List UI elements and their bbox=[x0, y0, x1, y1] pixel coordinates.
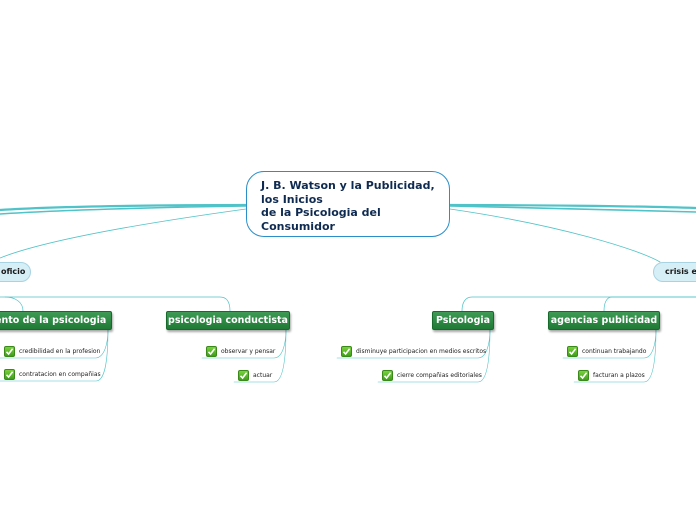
topic-node-psicologia-conductista[interactable]: psicologia conductista bbox=[166, 311, 290, 330]
checkmark-icon bbox=[238, 369, 249, 381]
checkmark-icon bbox=[341, 345, 352, 357]
leaf-contratacion[interactable]: contratacion en compañias bbox=[4, 367, 101, 381]
leaf-observar-pensar[interactable]: observar y pensar bbox=[206, 344, 275, 358]
branch-node-crisis[interactable]: crisis ec bbox=[653, 262, 696, 282]
leaf-label: facturan a plazos bbox=[593, 371, 645, 379]
leaf-cierre-compania[interactable]: cierre compañias editoriales bbox=[382, 368, 482, 382]
checkmark-icon bbox=[4, 345, 15, 357]
checkmark-icon bbox=[567, 345, 578, 357]
branch-node-oficio[interactable]: oficio bbox=[0, 262, 31, 282]
leaf-label: cierre compañias editoriales bbox=[397, 371, 482, 379]
topic-node-psicologia-reconocimiento[interactable]: iento de la psicologia bbox=[0, 311, 112, 330]
topic-node-psicologia[interactable]: Psicologia bbox=[432, 311, 494, 330]
central-topic[interactable]: J. B. Watson y la Publicidad, los Inicio… bbox=[246, 171, 450, 237]
checkmark-icon bbox=[4, 368, 15, 380]
checkmark-icon bbox=[206, 345, 217, 357]
leaf-facturan-plazos[interactable]: facturan a plazos bbox=[578, 368, 645, 382]
checkmark-icon bbox=[382, 369, 393, 381]
topic-node-agencias-publicidad[interactable]: agencias publicidad bbox=[548, 311, 660, 330]
leaf-credibilidad[interactable]: credibilidad en la profesion bbox=[4, 344, 100, 358]
leaf-label: continuan trabajando bbox=[582, 347, 647, 355]
leaf-label: credibilidad en la profesion bbox=[19, 347, 101, 355]
checkmark-icon bbox=[578, 369, 589, 381]
leaf-disminuye-participacion[interactable]: disminuye participacion en medios escrit… bbox=[341, 344, 486, 358]
leaf-label: observar y pensar bbox=[221, 347, 276, 355]
leaf-continuan-trabajando[interactable]: continuan trabajando bbox=[567, 344, 646, 358]
leaf-label: disminuye participacion en medios escrit… bbox=[356, 347, 487, 355]
leaf-actuar[interactable]: actuar bbox=[238, 368, 272, 382]
leaf-label: actuar bbox=[253, 371, 273, 379]
leaf-label: contratacion en compañias bbox=[19, 370, 101, 378]
